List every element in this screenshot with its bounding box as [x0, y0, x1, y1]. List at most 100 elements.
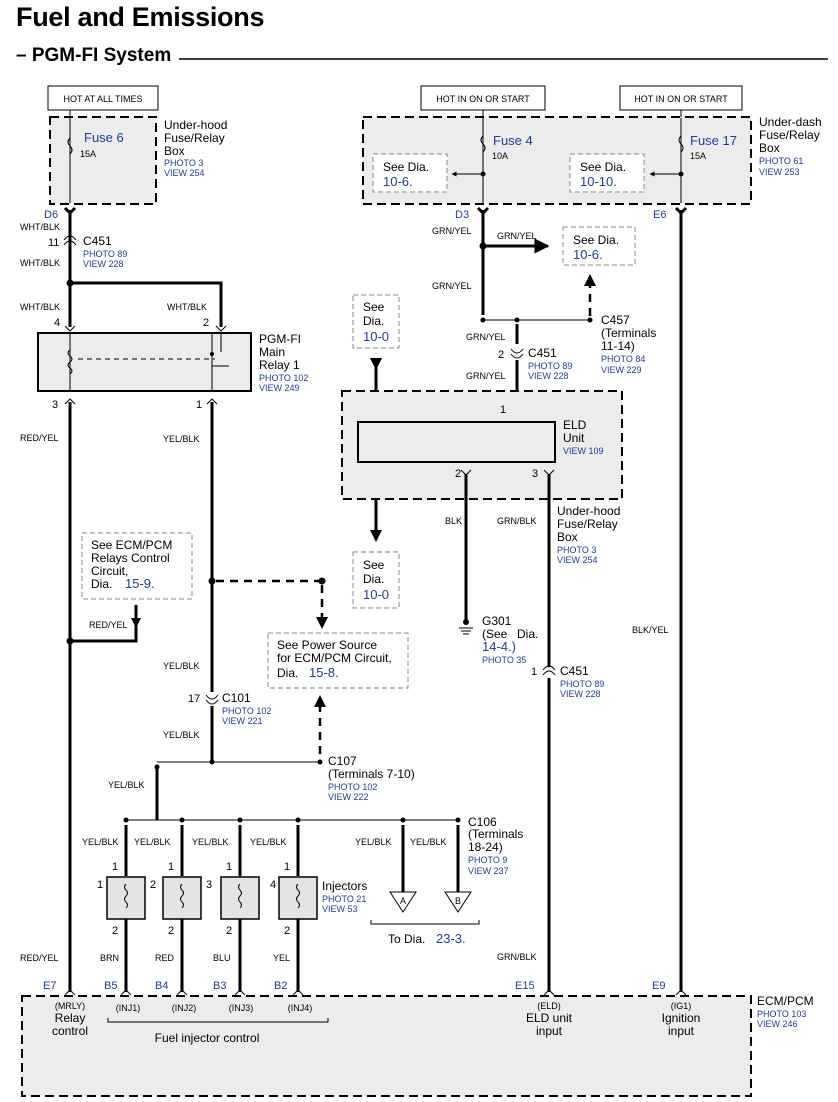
connector-c107: C107 (Terminals 7-10) PHOTO 102 VIEW 222	[328, 754, 415, 802]
svg-text:HOT AT ALL TIMES: HOT AT ALL TIMES	[63, 94, 142, 104]
ecm-ignition-input: (IG1) Ignition input	[662, 1001, 701, 1038]
svg-text:PHOTO 89: PHOTO 89	[560, 679, 604, 689]
svg-text:1: 1	[196, 399, 202, 411]
svg-text:3: 3	[206, 879, 212, 891]
ground-g301: G301 (See Dia. 14-4.) PHOTO 35	[459, 614, 538, 665]
svg-text:1: 1	[531, 666, 537, 678]
svg-text:E15: E15	[515, 980, 535, 992]
fuse-17: Fuse 17 15A	[649, 118, 737, 203]
injectors-label: Injectors PHOTO 21 VIEW 53	[322, 879, 367, 914]
svg-text:2: 2	[150, 879, 156, 891]
svg-text:15-9.: 15-9.	[125, 576, 155, 591]
svg-text:2: 2	[203, 317, 209, 329]
svg-text:VIEW 237: VIEW 237	[468, 866, 509, 876]
underhood-box-label: Under-hood Fuse/Relay Box PHOTO 3 VIEW 2…	[164, 118, 227, 178]
svg-text:2: 2	[226, 925, 232, 937]
svg-text:Dia.: Dia.	[363, 314, 384, 328]
svg-text:(INJ4): (INJ4)	[288, 1003, 313, 1013]
wire-label-blk-yel: BLK/YEL	[632, 625, 669, 635]
wire-label-grn-yel-5: GRN/YEL	[466, 371, 506, 381]
wire-label-wht-blk-2: WHT/BLK	[20, 258, 60, 268]
hot-label-always: HOT AT ALL TIMES	[47, 85, 159, 111]
pgm-fi-main-relay: 4 2 PGM-FI Main Relay 1 PHOTO 102 VIEW 2…	[37, 317, 308, 411]
svg-text:17: 17	[188, 693, 200, 705]
svg-text:input: input	[536, 1024, 563, 1038]
svg-text:1: 1	[284, 861, 290, 873]
svg-text:Box: Box	[759, 141, 780, 155]
svg-text:Fuse 6: Fuse 6	[84, 130, 124, 145]
svg-text:2: 2	[455, 468, 461, 480]
svg-text:Box: Box	[164, 144, 185, 158]
svg-text:VIEW 228: VIEW 228	[83, 259, 124, 269]
svg-text:See Power Source: See Power Source	[277, 638, 377, 652]
svg-text:VIEW 249: VIEW 249	[259, 383, 300, 393]
svg-text:2: 2	[112, 925, 118, 937]
svg-text:Dia.: Dia.	[277, 666, 298, 680]
ecm-relay-control: (MRLY) Relay control	[52, 1001, 88, 1038]
wire-label-yel-blk-2: YEL/BLK	[163, 661, 200, 671]
svg-text:input: input	[668, 1024, 695, 1038]
svg-text:B3: B3	[213, 980, 226, 992]
svg-text:C107: C107	[328, 754, 357, 768]
svg-text:ELD: ELD	[563, 418, 587, 432]
svg-text:10-6.: 10-6.	[573, 247, 603, 262]
pin-d6: D6	[44, 209, 58, 221]
svg-text:Main: Main	[259, 345, 285, 359]
pin-e6: E6	[653, 209, 666, 221]
svg-text:PHOTO 89: PHOTO 89	[528, 361, 572, 371]
wire-label-yel-blk-5: YEL/BLK	[82, 837, 119, 847]
svg-text:10A: 10A	[492, 151, 508, 161]
svg-text:C451: C451	[560, 664, 589, 678]
svg-text:2: 2	[498, 349, 504, 361]
underdash-box-label: Under-dash Fuse/Relay Box PHOTO 61 VIEW …	[759, 115, 822, 177]
injector-4: 1 4 2	[270, 861, 318, 937]
svg-text:(See: (See	[482, 627, 508, 641]
svg-text:3: 3	[52, 399, 58, 411]
svg-text:VIEW 53: VIEW 53	[322, 904, 358, 914]
underhood-fuse-box	[49, 116, 157, 205]
svg-text:PHOTO 102: PHOTO 102	[222, 706, 271, 716]
svg-text:G301: G301	[482, 614, 512, 628]
svg-text:B2: B2	[274, 980, 287, 992]
svg-text:Under-dash: Under-dash	[759, 115, 822, 129]
svg-text:See ECM/PCM: See ECM/PCM	[91, 538, 172, 552]
svg-text:(IG1): (IG1)	[671, 1001, 692, 1011]
svg-text:C106: C106	[468, 815, 497, 829]
svg-text:C451: C451	[83, 234, 112, 248]
see-dia-10-10-box: See Dia. 10-10.	[569, 153, 645, 193]
svg-text:(INJ1): (INJ1)	[116, 1003, 141, 1013]
wire-label-blu: BLU	[213, 953, 231, 963]
wire-label-wht-blk-4: WHT/BLK	[167, 302, 207, 312]
svg-text:VIEW 222: VIEW 222	[328, 792, 369, 802]
svg-text:Under-hood: Under-hood	[557, 504, 620, 518]
connector-c101: 17 C101 PHOTO 102 VIEW 221	[188, 691, 271, 726]
svg-text:Unit: Unit	[563, 431, 585, 445]
svg-text:ECM/PCM: ECM/PCM	[757, 994, 814, 1008]
ecm-eld-input: (ELD) ELD unit input	[526, 1001, 573, 1038]
svg-text:E9: E9	[652, 980, 665, 992]
svg-text:Dia.: Dia.	[517, 627, 538, 641]
svg-text:(Terminals 7-10): (Terminals 7-10)	[328, 767, 415, 781]
injector-3: 1 3 2	[206, 861, 260, 937]
wire-label-yel-blk-8: YEL/BLK	[250, 837, 287, 847]
svg-text:18-24): 18-24)	[468, 840, 503, 854]
svg-text:VIEW 246: VIEW 246	[757, 1019, 798, 1029]
svg-text:Circuit,: Circuit,	[91, 564, 128, 578]
svg-text:4: 4	[54, 317, 60, 329]
svg-text:VIEW 229: VIEW 229	[601, 365, 642, 375]
svg-text:2: 2	[284, 925, 290, 937]
svg-text:To Dia.: To Dia.	[388, 932, 425, 946]
svg-text:15A: 15A	[80, 149, 96, 159]
svg-text:ELD unit: ELD unit	[526, 1011, 573, 1025]
svg-text:PHOTO 102: PHOTO 102	[328, 782, 377, 792]
svg-text:1: 1	[97, 879, 103, 891]
svg-text:HOT IN ON OR START: HOT IN ON OR START	[436, 94, 530, 104]
svg-text:C457: C457	[601, 313, 630, 327]
svg-text:Relay 1: Relay 1	[259, 358, 300, 372]
wire-label-yel-blk-1: YEL/BLK	[163, 434, 200, 444]
svg-text:Fuse 17: Fuse 17	[690, 133, 737, 148]
wire-label-grn-blk-2: GRN/BLK	[497, 952, 537, 962]
svg-text:PHOTO 9: PHOTO 9	[468, 855, 507, 865]
fuse-6: Fuse 6 15A	[67, 118, 124, 203]
